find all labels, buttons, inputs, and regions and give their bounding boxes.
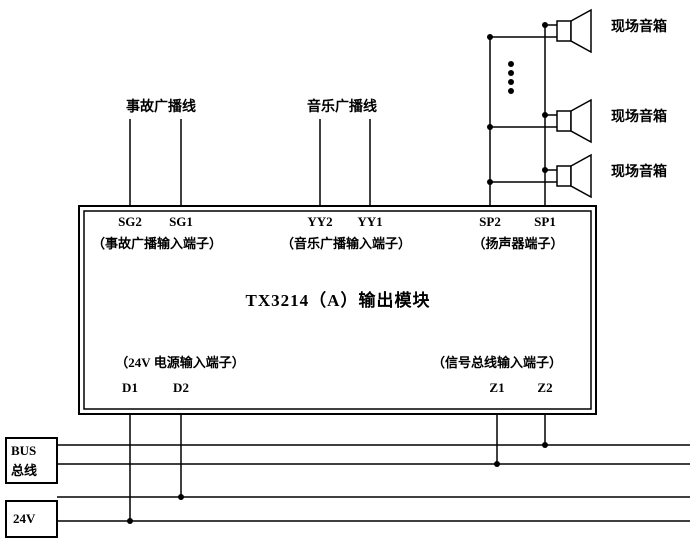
terminal-sp1: SP1 <box>534 214 556 229</box>
speaker-icon <box>490 153 592 199</box>
power-input-terminal-caption: （24V 电源输入端子） <box>115 355 245 370</box>
speaker-label: 现场音箱 <box>611 165 667 180</box>
speaker-icon <box>490 98 592 144</box>
terminal-sg2: SG2 <box>118 214 142 229</box>
terminal-z2: Z2 <box>537 380 553 395</box>
bus-label-box: BUS 总线 <box>5 437 58 484</box>
bus-label-line2: 总线 <box>11 463 38 478</box>
module-title: TX3214（A）输出模块 <box>245 291 431 310</box>
terminal-sp2: SP2 <box>479 214 501 229</box>
terminal-yy2: YY2 <box>307 214 333 229</box>
accident-broadcast-line-label: 事故广播线 <box>126 100 196 115</box>
terminal-d1: D1 <box>122 380 138 395</box>
speaker-terminal-caption: （扬声器端子） <box>472 236 564 251</box>
power-label-box: 24V <box>5 500 58 538</box>
music-broadcast-line-label: 音乐广播线 <box>307 100 377 115</box>
speaker-icon <box>490 8 592 54</box>
module-box <box>78 205 597 415</box>
junction-dots <box>487 22 548 185</box>
terminal-sg1: SG1 <box>169 214 193 229</box>
ellipsis-dots <box>508 61 514 94</box>
terminal-z1: Z1 <box>489 380 505 395</box>
signal-bus-input-terminal-caption: （信号总线输入端子） <box>431 355 563 370</box>
music-input-terminal-caption: （音乐广播输入端子） <box>280 236 412 251</box>
speaker-label: 现场音箱 <box>611 110 667 125</box>
power-label: 24V <box>13 511 36 526</box>
accident-input-terminal-caption: （事故广播输入端子） <box>91 236 223 251</box>
terminal-yy1: YY1 <box>357 214 383 229</box>
speaker-label: 现场音箱 <box>611 20 667 35</box>
bus-label-line1: BUS <box>11 443 37 458</box>
terminal-d2: D2 <box>173 380 189 395</box>
junction-dots-bottom <box>127 442 548 524</box>
